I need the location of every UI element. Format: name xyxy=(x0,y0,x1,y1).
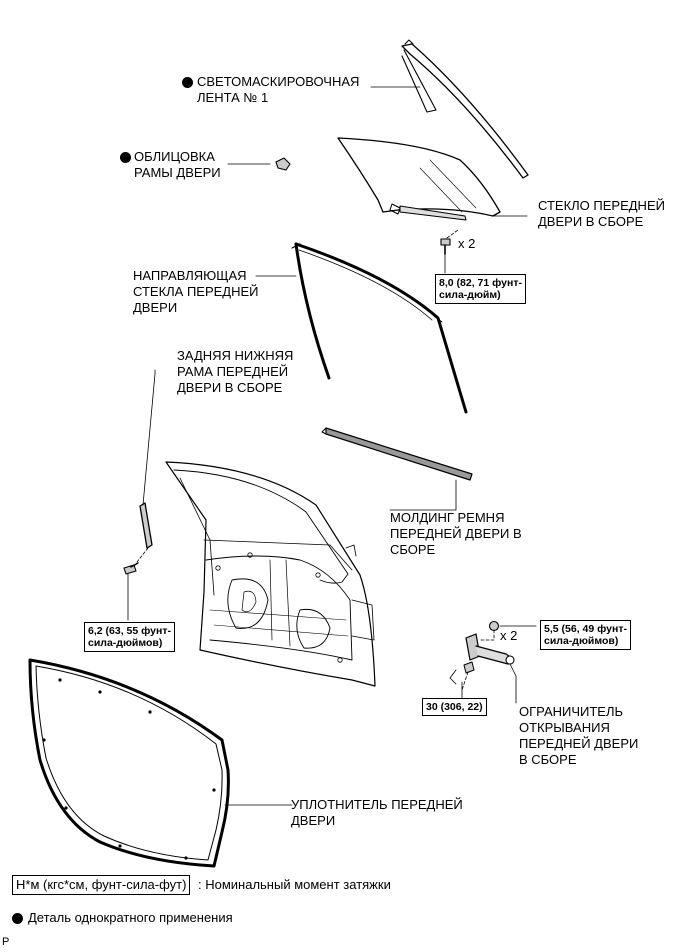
label-front-door-glass-run: НАПРАВЛЯЮЩАЯ СТЕКЛА ПЕРЕДНЕЙ ДВЕРИ xyxy=(133,268,259,315)
label-belt-moulding: МОЛДИНГ РЕМНЯ ПЕРЕДНЕЙ ДВЕРИ В СБОРЕ xyxy=(390,510,522,557)
belt-moulding-part xyxy=(321,427,473,481)
label-door-check: ОГРАНИЧИТЕЛЬ ОТКРЫВАНИЯ ПЕРЕДНЕЙ ДВЕРИ В… xyxy=(519,704,639,767)
non-reusable-bullet-garnish xyxy=(120,152,131,163)
torque-check-nut: 5,5 (56, 49 фунт- сила-дюймов) xyxy=(540,620,631,650)
torque-check-bolt: 30 (306, 22) xyxy=(422,698,487,716)
light-shield-tape-part xyxy=(401,39,529,179)
label-rear-lower-frame: ЗАДНЯЯ НИЖНЯЯ РАМА ПЕРЕДНЕЙ ДВЕРИ В СБОР… xyxy=(177,348,294,395)
leader-lines xyxy=(142,86,528,806)
label-door-frame-garnish: ОБЛИЦОВКА РАМЫ ДВЕРИ xyxy=(134,149,221,180)
glass-bolt-part xyxy=(440,229,459,274)
qty-check-nuts: x 2 xyxy=(500,628,518,643)
door-check-part xyxy=(449,633,515,699)
non-reusable-bullet-tape xyxy=(182,77,193,88)
label-light-shield-tape: СВЕТОМАСКИРОВОЧНАЯ ЛЕНТА № 1 xyxy=(197,74,360,105)
frame-bolt-part xyxy=(123,562,139,621)
torque-frame-bolt: 6,2 (63, 55 фунт- сила-дюймов) xyxy=(84,622,175,652)
door-frame-garnish-part xyxy=(275,157,291,171)
label-weatherstrip: УПЛОТНИТЕЛЬ ПЕРЕДНЕЙ ДВЕРИ xyxy=(291,797,463,828)
corner-mark: P xyxy=(2,936,10,948)
legend-bullet-icon xyxy=(12,913,23,924)
door-glass-part xyxy=(337,137,501,221)
legend-torque-units: Н*м (кгс*см, фунт-сила-фут) xyxy=(12,875,191,895)
door-panel-part xyxy=(165,461,376,687)
legend-torque-desc: : Номинальный момент затяжки xyxy=(198,877,391,892)
weatherstrip-part xyxy=(28,658,230,868)
glass-run-part xyxy=(291,242,468,414)
qty-glass-bolts: x 2 xyxy=(458,236,476,251)
door-check-nut-part xyxy=(479,620,537,641)
label-front-door-glass: СТЕКЛО ПЕРЕДНЕЙ ДВЕРИ В СБОРЕ xyxy=(538,198,665,229)
torque-glass-bolt: 8,0 (82, 71 фунт- сила-дюйм) xyxy=(435,274,526,304)
rear-lower-frame-part xyxy=(136,502,153,563)
legend-non-reusable: Деталь однократного применения xyxy=(28,910,233,925)
